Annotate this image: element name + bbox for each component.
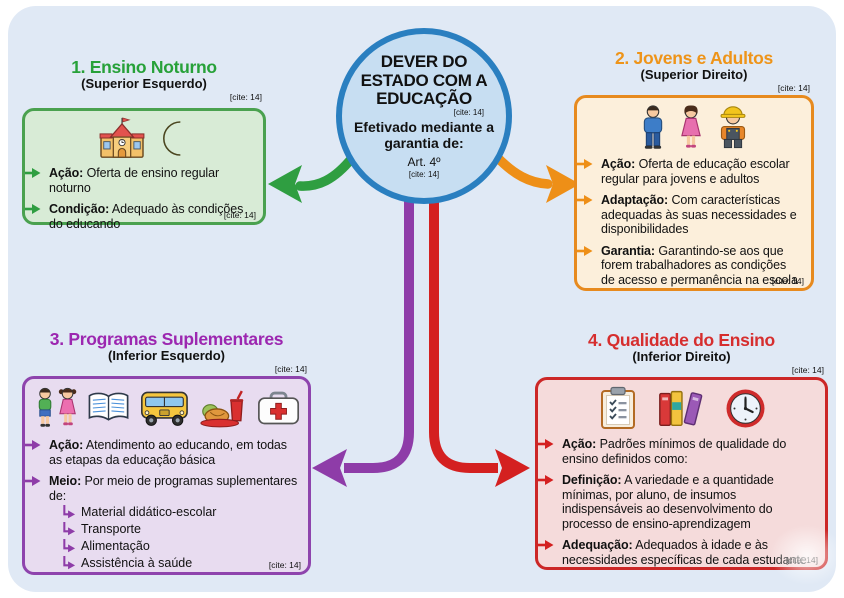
citation: [cite: 14]: [777, 82, 810, 93]
section-subtitle: (Inferior Esquerdo): [107, 348, 225, 364]
bullet-label: Adaptação:: [601, 193, 669, 208]
sub-arrow-icon: [62, 522, 76, 536]
central-node: DEVER DO ESTADO COM A EDUCAÇÃO [cite: 14…: [336, 28, 512, 204]
arrow-bullet-icon: [577, 158, 593, 170]
bullet-label: Ação:: [49, 166, 84, 181]
sub-arrow-icon: [62, 505, 76, 519]
bullet-item: Condição: Adequado às condições do educa…: [49, 202, 255, 231]
citation: [cite: 14]: [791, 364, 824, 375]
clock-icon: [726, 389, 765, 428]
bullet-label: Adequação:: [562, 538, 633, 553]
arrow-bullet-icon: [25, 439, 41, 451]
arrow-bullet-icon: [577, 245, 593, 257]
bullet-text: Atendimento ao educando, em todas as eta…: [49, 438, 287, 467]
citation: [cite: 14]: [223, 209, 256, 220]
moon-icon: [162, 120, 180, 156]
bullet-text: Oferta de ensino regular noturno: [49, 166, 220, 195]
bullet-text: A variedade e a quantidade mínimas, por …: [562, 473, 774, 531]
first-aid-icon: [257, 391, 299, 425]
sub-list-item: Assistência à saúde: [61, 556, 300, 571]
sub-list-item: Alimentação: [61, 539, 300, 554]
section-title: 4. Qualidade do Ensino: [588, 330, 775, 350]
citation: [cite: 14]: [453, 108, 484, 118]
sub-list: Material didático-escolar Transporte Ali…: [61, 505, 300, 571]
bullet-text: Garantindo-se aos que forem trabalhadore…: [601, 243, 798, 287]
section-ensino-noturno: 1. Ensino Noturno (Superior Esquerdo) [c…: [22, 57, 266, 231]
citation: [cite: 14]: [274, 363, 307, 374]
arrow-bullet-icon: [538, 539, 554, 551]
arrow-bullet-icon: [25, 167, 41, 179]
open-book-icon: [88, 392, 129, 422]
bullet-label: Condição:: [49, 202, 110, 217]
sub-arrow-icon: [62, 556, 76, 570]
central-subtitle: Efetivado mediante a garantia de:: [353, 119, 495, 152]
citation: [cite: 14]: [785, 554, 818, 565]
arrow-bullet-icon: [538, 438, 554, 450]
bullet-text: Por meio de programas suplementares de:: [49, 474, 298, 503]
school-icon: [99, 117, 144, 159]
books-icon: [659, 391, 703, 427]
bullet-label: Definição:: [562, 473, 622, 488]
section-programas-suplementares: 3. Programas Suplementares (Inferior Esq…: [22, 329, 311, 576]
checklist-icon: [601, 387, 635, 430]
arrow-bullet-icon: [25, 203, 41, 215]
bullet-item: Garantia: Garantindo-se aos que forem tr…: [601, 244, 803, 288]
bullet-text: Oferta de educação escolar regular para …: [601, 157, 790, 186]
bullet-label: Ação:: [562, 437, 597, 452]
bullet-label: Garantia:: [601, 243, 655, 258]
bullet-item: Ação: Oferta de educação escolar regular…: [601, 157, 803, 186]
sub-arrow-icon: [62, 539, 76, 553]
man-icon: [643, 105, 663, 150]
sub-item-text: Assistência à saúde: [81, 556, 193, 571]
section-subtitle: (Superior Direito): [640, 67, 748, 83]
bullet-text: Adequado às condições do educando: [49, 202, 244, 231]
meal-icon: [200, 390, 244, 428]
citation: [cite: 14]: [268, 559, 301, 570]
section-title: 3. Programas Suplementares: [49, 329, 284, 349]
citation: [cite: 14]: [408, 169, 440, 179]
arrow-bullet-icon: [538, 474, 554, 486]
info-box: Ação: Atendimento ao educando, em todas …: [22, 376, 311, 576]
bullet-item: Meio: Por meio de programas suplementare…: [49, 474, 300, 503]
arrow-bullet-icon: [577, 194, 593, 206]
bullet-text: Com características adequadas às suas ne…: [601, 193, 797, 237]
bullet-text: Padrões mínimos de qualidade do ensino d…: [562, 437, 787, 466]
bullet-item: Definição: A variedade e a quantidade mí…: [562, 473, 817, 531]
citation: [cite: 14]: [771, 275, 804, 286]
citation: [cite: 14]: [229, 91, 262, 102]
bullet-item: Ação: Oferta de ensino regular noturno: [49, 166, 255, 195]
section-qualidade-do-ensino: 4. Qualidade do Ensino (Inferior Direito…: [535, 330, 828, 571]
bullet-label: Ação:: [49, 438, 84, 453]
children-icon: [38, 388, 77, 427]
bullet-item: Adequação: Adequados à idade e às necess…: [562, 538, 817, 567]
article-reference: Art. 4º: [407, 154, 441, 169]
sub-item-text: Material didático-escolar: [81, 505, 217, 520]
sub-item-text: Transporte: [81, 522, 141, 537]
bullet-item: Adaptação: Com características adequadas…: [601, 193, 803, 237]
info-box: Ação: Oferta de ensino regular noturno C…: [22, 108, 266, 231]
info-box: Ação: Oferta de educação escolar regular…: [574, 95, 814, 292]
section-subtitle: (Inferior Direito): [632, 349, 731, 365]
bullet-label: Ação:: [601, 157, 636, 172]
bullet-item: Ação: Atendimento ao educando, em todas …: [49, 438, 300, 467]
section-jovens-e-adultos: 2. Jovens e Adultos (Superior Direito) […: [574, 48, 814, 292]
bullet-label: Meio:: [49, 474, 82, 489]
sub-item-text: Alimentação: [81, 539, 150, 554]
sub-list-item: Material didático-escolar: [61, 505, 300, 520]
bullet-item: Ação: Padrões mínimos de qualidade do en…: [562, 437, 817, 466]
woman-icon: [681, 105, 701, 148]
info-box: Ação: Padrões mínimos de qualidade do en…: [535, 377, 828, 571]
section-title: 2. Jovens e Adultos: [614, 48, 773, 68]
worker-icon: [720, 106, 746, 149]
bullet-text: Adequados à idade e às necessidades espe…: [562, 538, 807, 567]
arrow-bullet-icon: [25, 475, 41, 487]
central-title: DEVER DO ESTADO COM A EDUCAÇÃO: [360, 52, 488, 108]
section-subtitle: (Superior Esquerdo): [81, 76, 207, 92]
section-title: 1. Ensino Noturno: [71, 57, 217, 77]
school-bus-icon: [141, 391, 188, 426]
sub-list-item: Transporte: [61, 522, 300, 537]
